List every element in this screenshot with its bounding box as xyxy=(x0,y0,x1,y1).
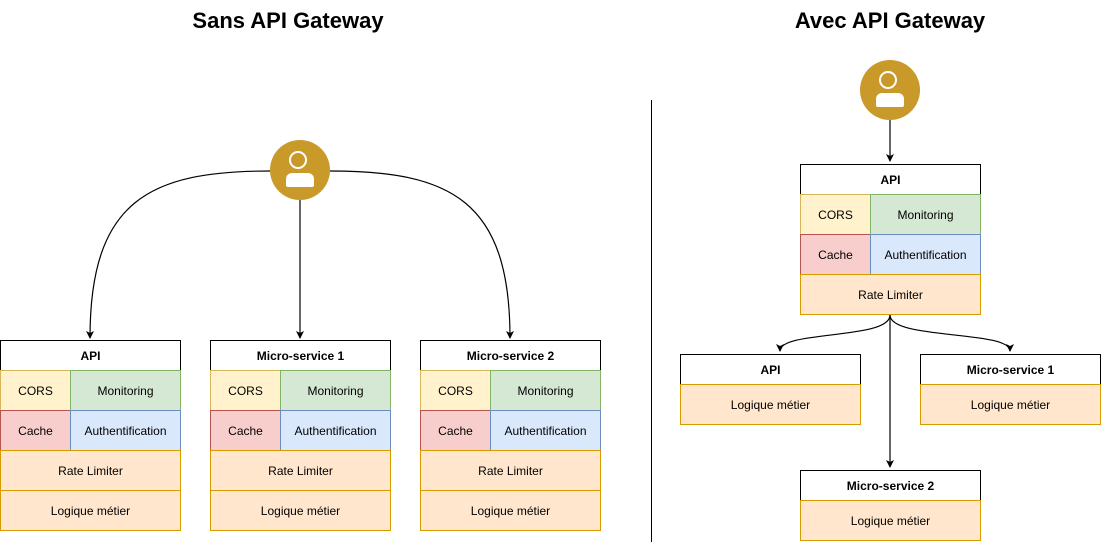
monitoring-cell: Monitoring xyxy=(490,370,601,411)
section-divider xyxy=(651,100,652,542)
authentification-cell: Authentification xyxy=(870,234,981,275)
cors-cell: CORS xyxy=(420,370,491,411)
gateway-header: API xyxy=(800,164,981,195)
arrow-gateway-to-api xyxy=(776,314,891,352)
business-logic-cell: Logique métier xyxy=(210,490,391,531)
cache-cell: Cache xyxy=(800,234,871,275)
rate-limiter-cell: Rate Limiter xyxy=(210,450,391,491)
cache-cell: Cache xyxy=(0,410,71,451)
business-logic-cell: Logique métier xyxy=(0,490,181,531)
rate-limiter-cell: Rate Limiter xyxy=(0,450,181,491)
authentification-cell: Authentification xyxy=(490,410,601,451)
authentification-cell: Authentification xyxy=(280,410,391,451)
arrow-gateway-to-micro-service-1 xyxy=(889,314,1014,352)
title-sans-api-gateway: Sans API Gateway xyxy=(192,8,384,33)
user-icon xyxy=(270,140,330,200)
business-logic-cell: Logique métier xyxy=(800,500,981,541)
business-logic-cell: Logique métier xyxy=(680,384,861,425)
title-avec-api-gateway: Avec API Gateway xyxy=(794,8,986,33)
user-icon xyxy=(860,60,920,120)
cors-cell: CORS xyxy=(800,194,871,235)
service-header: API xyxy=(0,340,181,371)
service-header: Micro-service 2 xyxy=(420,340,601,371)
arrow-user-to-micro-service-2 xyxy=(329,170,514,339)
service-header: API xyxy=(680,354,861,385)
arrow-user-to-api xyxy=(86,170,271,339)
monitoring-cell: Monitoring xyxy=(70,370,181,411)
service-header: Micro-service 1 xyxy=(210,340,391,371)
cors-cell: CORS xyxy=(0,370,71,411)
rate-limiter-cell: Rate Limiter xyxy=(800,274,981,315)
business-logic-cell: Logique métier xyxy=(420,490,601,531)
business-logic-cell: Logique métier xyxy=(920,384,1101,425)
monitoring-cell: Monitoring xyxy=(870,194,981,235)
service-header: Micro-service 1 xyxy=(920,354,1101,385)
authentification-cell: Authentification xyxy=(70,410,181,451)
service-header: Micro-service 2 xyxy=(800,470,981,501)
cache-cell: Cache xyxy=(420,410,491,451)
cors-cell: CORS xyxy=(210,370,281,411)
rate-limiter-cell: Rate Limiter xyxy=(420,450,601,491)
cache-cell: Cache xyxy=(210,410,281,451)
monitoring-cell: Monitoring xyxy=(280,370,391,411)
